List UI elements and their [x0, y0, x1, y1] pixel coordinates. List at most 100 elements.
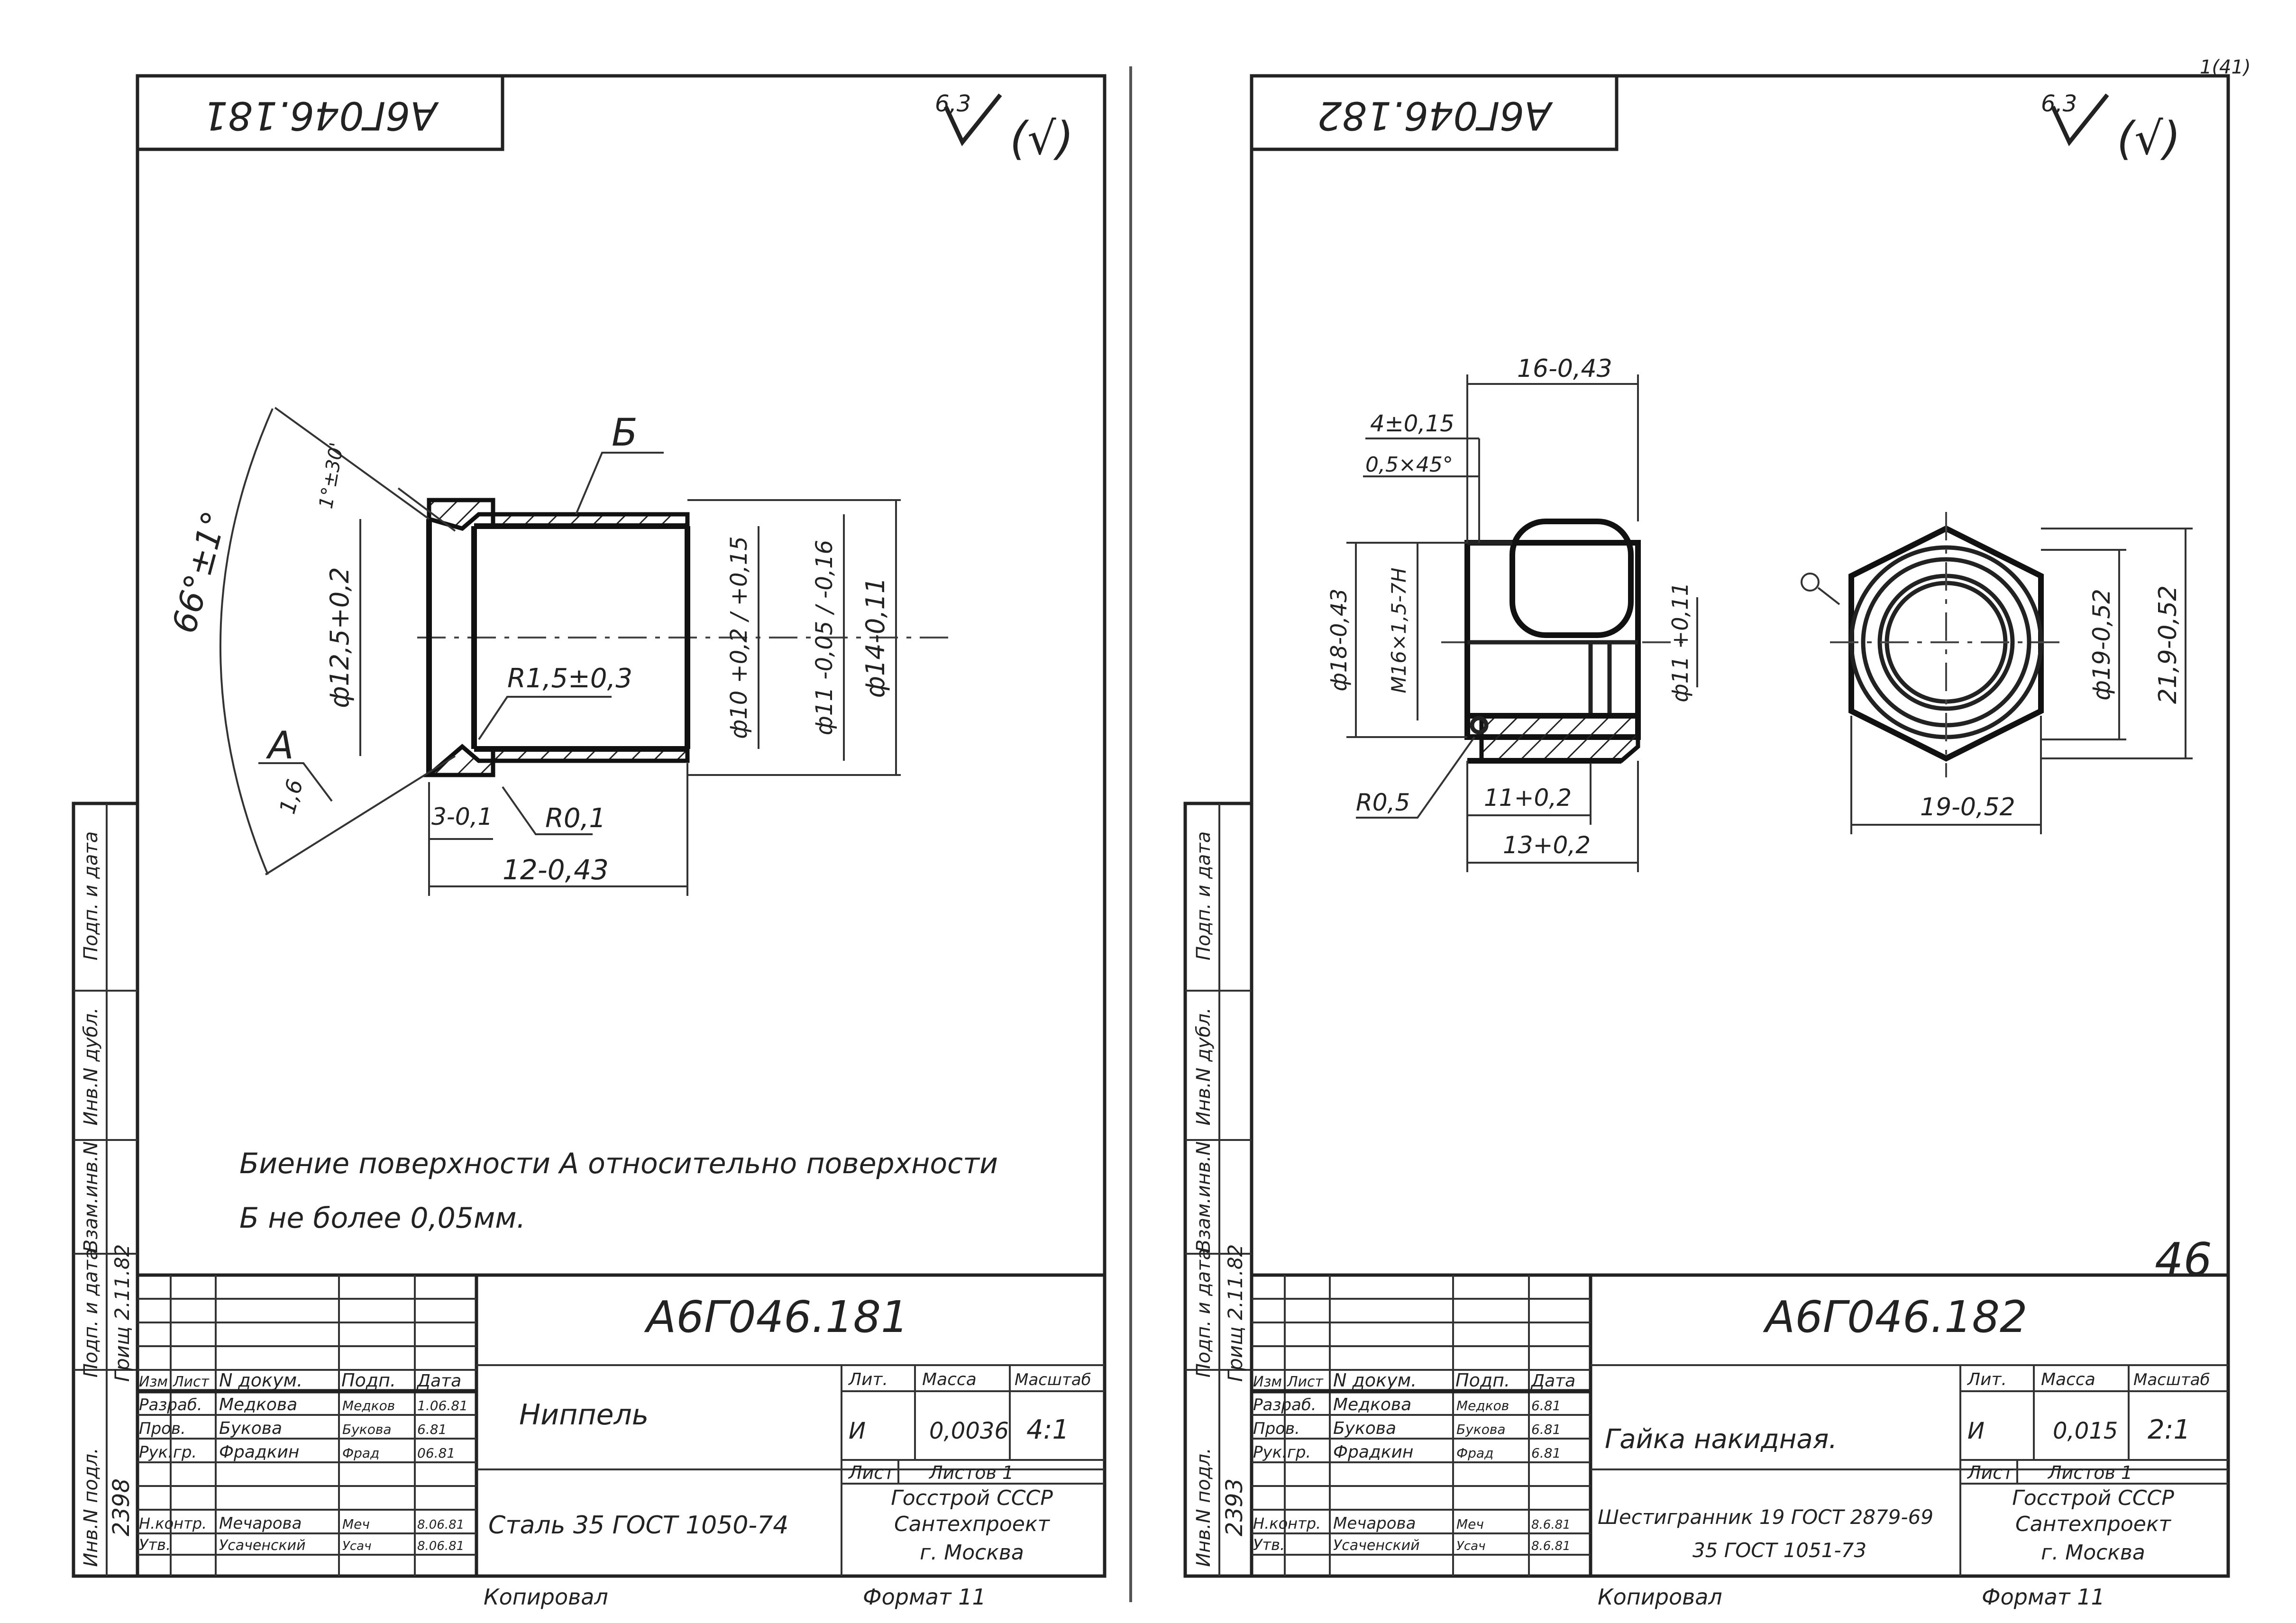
left-top-code: A6Г046.181: [203, 93, 439, 138]
left-tb-org-2: Сантехпроект: [894, 1512, 1050, 1536]
left-row-date-4: 8.06.81: [417, 1518, 464, 1532]
right-copied-by: Копировал: [1598, 1584, 1722, 1610]
dim-angle-1: 1°±30': [315, 441, 348, 511]
right-row-sign-3: Фрад: [1456, 1445, 1493, 1461]
left-tb-sheets-label: Листов 1: [928, 1462, 1014, 1483]
right-row-name-4: Мечарова: [1333, 1514, 1416, 1533]
right-tb-org-1: Госстрой СССР: [2012, 1486, 2174, 1510]
left-row-date-5: 8.06.81: [417, 1539, 464, 1553]
left-row-sign-1: Медков: [342, 1398, 395, 1413]
right-tb-mass-value: 0,015: [2053, 1418, 2118, 1444]
right-row-name-2: Букова: [1333, 1419, 1396, 1438]
right-side-label-2: Подп. и дата: [1193, 1249, 1215, 1377]
dim-h-21-9: 21,9-0,52: [2154, 585, 2182, 704]
dim-d-12-5: ф12,5+0,2: [325, 567, 355, 708]
angle-arc-66: [219, 408, 274, 875]
left-row-date-2: 6.81: [417, 1422, 447, 1437]
left-tb-org-3: г. Москва: [920, 1541, 1024, 1565]
right-side-value-2: Грищ 2.11.82: [1224, 1244, 1247, 1382]
right-tb-org-2: Сантехпроект: [2015, 1512, 2171, 1536]
left-tb-code: A6Г046.181: [644, 1292, 908, 1342]
left-row-role-3: Рук.гр.: [139, 1443, 197, 1462]
label-a: A: [265, 723, 294, 767]
right-roughness-symbol: 6,3 (√): [2041, 91, 2181, 165]
right-row-date-1: 6.81: [1531, 1398, 1561, 1413]
dim-thread: M16×1,5-7H: [1387, 567, 1410, 693]
page-number: 46: [2155, 1234, 2212, 1286]
dim-w-19: 19-0,52: [1920, 793, 2015, 821]
left-row-role-4: Н.контр.: [139, 1514, 207, 1532]
left-tb-name: Ниппель: [519, 1398, 649, 1432]
right-hdr-sign: Подп.: [1455, 1370, 1510, 1391]
right-row-role-5: Утв.: [1253, 1536, 1285, 1554]
right-row-date-5: 8.6.81: [1531, 1539, 1571, 1553]
dim-chamfer: 0,5×45°: [1365, 453, 1453, 477]
dim-angle-66: 66°±1°: [165, 507, 234, 638]
note-line-1: Биение поверхности A относительно поверх…: [239, 1147, 998, 1180]
right-format: Формат 11: [1982, 1584, 2105, 1610]
left-row-sign-5: Усач: [342, 1539, 371, 1553]
left-side-label-5: Подп. и дата: [80, 831, 102, 960]
right-row-role-2: Пров.: [1253, 1419, 1300, 1438]
nipple-section: [265, 407, 948, 875]
left-side-label-4: Инв.N дубл.: [80, 1007, 102, 1125]
right-tb-mass-label: Масса: [2041, 1370, 2095, 1389]
right-hdr-izm: Изм: [1253, 1374, 1282, 1390]
left-hdr-izm: Изм: [139, 1374, 168, 1390]
left-roughness-symbol: 6,3 (√): [935, 91, 1074, 165]
nut-hex-view: [1801, 512, 2062, 777]
dim-d-14: ф14-0,11: [860, 577, 890, 698]
right-roughness-value: 6,3: [2041, 91, 2077, 117]
right-row-sign-5: Усач: [1456, 1539, 1485, 1553]
left-row-name-2: Букова: [219, 1419, 282, 1438]
right-corner-number: 1(41): [2200, 56, 2251, 78]
right-hdr-date: Дата: [1530, 1371, 1575, 1391]
left-hdr-doc: N докум.: [219, 1370, 302, 1391]
right-hdr-doc: N докум.: [1333, 1370, 1417, 1391]
left-hdr-sign: Подп.: [341, 1370, 396, 1391]
left-side-label-1: Инв.N подл.: [80, 1448, 102, 1567]
left-row-sign-4: Меч: [342, 1516, 370, 1532]
left-top-code-box: [136, 74, 504, 151]
left-row-name-4: Мечарова: [219, 1514, 302, 1533]
nut-section: [1441, 519, 1683, 764]
dim-len-12: 12-0,43: [503, 854, 609, 886]
left-roughness-value: 6,3: [935, 91, 971, 117]
right-row-sign-2: Букова: [1456, 1422, 1505, 1437]
left-hdr-date: Дата: [416, 1371, 461, 1391]
left-tb-sheet-label: Лист: [848, 1462, 895, 1483]
dim-d-11-nut: ф11 +0,11: [1667, 582, 1693, 702]
right-row-sign-1: Медков: [1456, 1398, 1509, 1413]
dim-len-4: 4±0,15: [1370, 410, 1454, 437]
left-hdr-list: Лист: [173, 1374, 210, 1390]
left-tb-scale-value: 4:1: [1026, 1414, 1069, 1445]
right-sheet: A6Г046.182 1(41) 6,3 (√) 16-0,43 4±0: [1183, 56, 2251, 1610]
dim-rough-1-6: 1,6: [274, 776, 308, 817]
right-row-name-1: Медкова: [1333, 1395, 1411, 1414]
right-tb-material-1: Шестигранник 19 ГОСТ 2879-69: [1598, 1505, 1933, 1529]
left-format: Формат 11: [863, 1584, 986, 1610]
right-row-name-5: Усаченский: [1333, 1537, 1420, 1554]
left-sheet-frame: [136, 74, 1107, 1578]
right-tb-org-3: г. Москва: [2041, 1541, 2145, 1565]
note-line-2: Б не более 0,05мм.: [239, 1202, 526, 1235]
left-tb-mass-label: Масса: [922, 1370, 977, 1389]
dim-d-11: ф11 -0,05 / -0,16: [811, 540, 838, 735]
right-side-label-1: Инв.N подл.: [1193, 1448, 1215, 1567]
left-tb-mass-value: 0,0036: [929, 1418, 1009, 1444]
left-row-role-5: Утв.: [139, 1536, 171, 1554]
left-side-label-2: Подп. и дата: [80, 1249, 102, 1377]
right-side-strip: Инв.N подл. Подп. и дата Взам.инв.N Инв.…: [1183, 802, 1253, 1578]
dim-r-1-5: R1,5±0,3: [507, 663, 632, 694]
left-tb-scale-label: Масштаб: [1015, 1370, 1091, 1389]
left-row-name-1: Медкова: [219, 1395, 297, 1414]
right-row-date-3: 6.81: [1531, 1445, 1561, 1461]
right-row-role-4: Н.контр.: [1253, 1514, 1321, 1532]
right-side-value-1: 2393: [1221, 1478, 1248, 1536]
dim-len-13: 13+0,2: [1503, 831, 1591, 859]
left-row-date-1: 1.06.81: [417, 1398, 468, 1413]
right-tb-name: Гайка накидная.: [1605, 1424, 1837, 1455]
left-tb-org-1: Госстрой СССР: [891, 1486, 1053, 1510]
dim-d-18: ф18-0,43: [1326, 589, 1352, 692]
